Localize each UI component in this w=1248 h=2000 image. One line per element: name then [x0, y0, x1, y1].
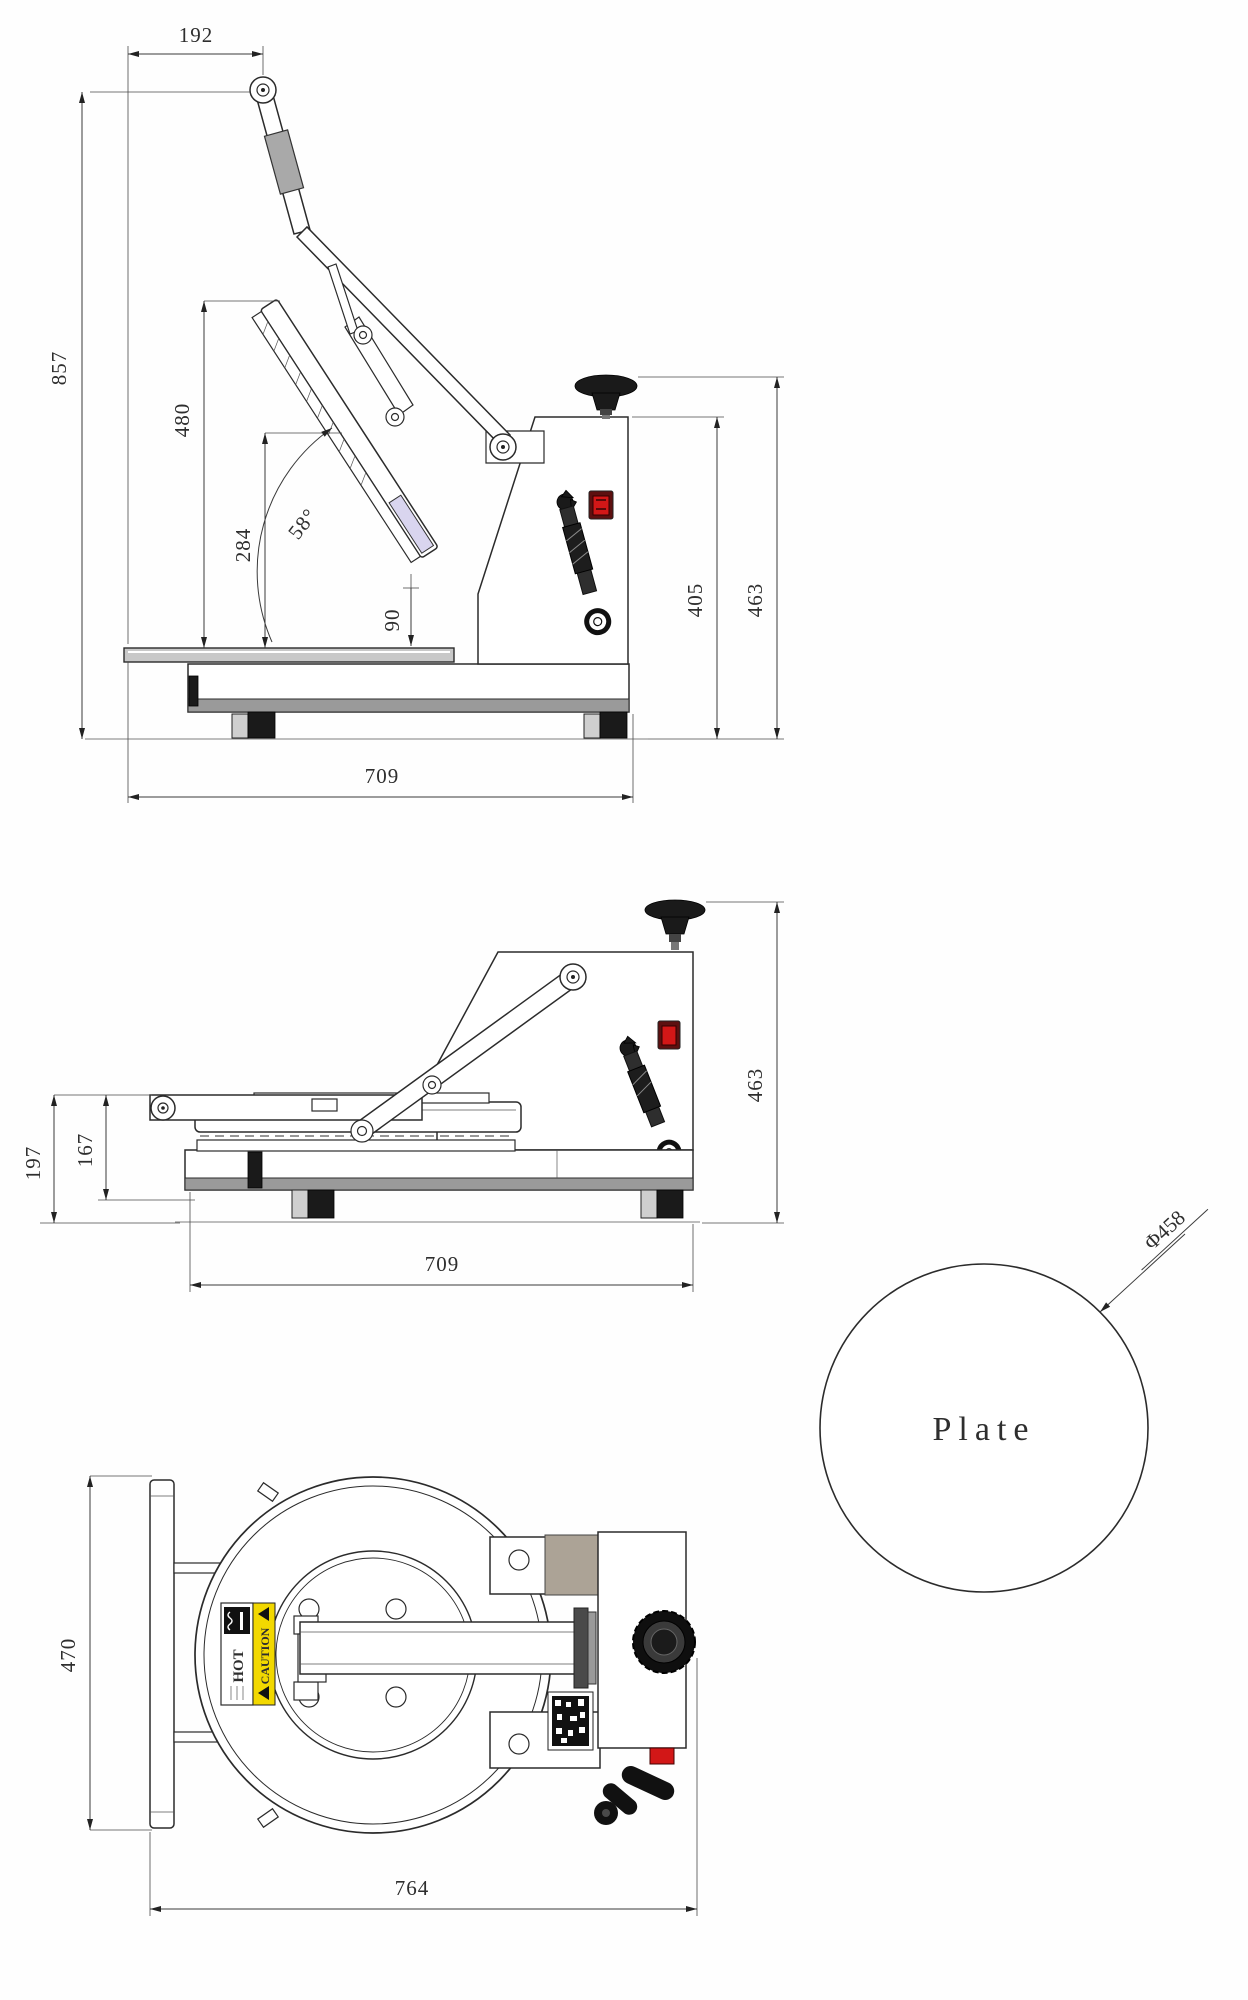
arm-low-pivot-inner [356, 1125, 368, 1137]
bolt-hole [385, 1686, 407, 1708]
dim-overall-height: 463 [743, 583, 767, 618]
handle-grip[interactable] [263, 129, 305, 195]
plate-detail: Plate Φ458 [819, 1205, 1209, 1593]
bracket-hole-lower [508, 1733, 530, 1755]
gas-spring-closed [619, 1035, 682, 1165]
hot-label: HOT [231, 1649, 247, 1682]
handle-lower-segment [295, 225, 512, 447]
caution-label: CAUTION [252, 1602, 276, 1706]
hub-block-lower [293, 1681, 319, 1701]
foot-right-cyl-closed [640, 1189, 658, 1219]
foot-left-cyl-closed [291, 1189, 309, 1219]
power-switch-rocker-closed[interactable] [661, 1025, 677, 1046]
body-arm-pivot-dot [501, 445, 505, 449]
warning-triangle-icon [258, 1686, 269, 1700]
plate-leader-line [1099, 1233, 1186, 1313]
dim-overall-depth: 764 [395, 1876, 430, 1900]
side-closed-dimensions: 197 167 463 709 [21, 901, 784, 1292]
knob-shaft-closed [671, 942, 679, 950]
handle-vent [311, 1098, 338, 1112]
base-left-block [188, 675, 199, 707]
side-plate-bar [149, 1479, 175, 1829]
warning-triangle-icon [258, 1607, 269, 1621]
knob-stem [600, 409, 612, 415]
dim-arm-height-base: 167 [73, 1133, 97, 1168]
bracket-block-upper [544, 1534, 599, 1596]
gas-spring [556, 489, 612, 636]
platen-tab-lower [256, 1807, 280, 1829]
power-cord [594, 1765, 675, 1825]
top-view-machine: HOT CAUTION [149, 1476, 696, 1834]
hot-surface-icon [224, 1607, 250, 1634]
side-closed-machine [149, 899, 706, 1223]
press-arm-top [299, 1621, 577, 1675]
base-band-closed [184, 1177, 694, 1191]
link-pivot-lower-inner [390, 412, 400, 422]
dim-platen-mid-height: 284 [231, 528, 255, 563]
arm-top-pivot-dot [571, 975, 575, 979]
dim-opening-angle: 58° [283, 504, 322, 544]
foot-right-cylinder [583, 713, 601, 739]
foot-left [247, 711, 276, 739]
dim-base-depth-closed: 709 [425, 1252, 460, 1276]
top-view: HOT CAUTION [56, 1475, 698, 1916]
pressure-knob-waist-closed [660, 916, 690, 935]
foot-left-cylinder [231, 713, 249, 739]
dim-platen-tip-height: 480 [170, 403, 194, 438]
hot-warning-label: HOT [220, 1602, 254, 1706]
foot-left-closed [307, 1189, 335, 1219]
bracket-hole-upper [508, 1549, 530, 1571]
top-view-dimensions: 470 764 [56, 1475, 698, 1916]
dim-platen-gap: 90 [380, 609, 404, 632]
handle-end-pivot-dot [161, 1106, 165, 1110]
plate-circle [819, 1263, 1149, 1593]
link-pivot-upper-inner [358, 330, 368, 340]
side-open-machine [85, 76, 648, 740]
body-tower [477, 416, 629, 665]
pressure-knob-waist [591, 392, 621, 411]
plate-diameter-callout: Φ458 [1139, 1205, 1209, 1271]
dim-body-height: 405 [683, 583, 707, 618]
dim-base-width: 470 [56, 1638, 80, 1673]
arm-end-cap [573, 1607, 589, 1689]
handle-top-pivot-dot [261, 88, 265, 92]
foot-right [599, 711, 628, 739]
lower-pad-closed [196, 1139, 516, 1152]
caution-text: CAUTION [258, 1627, 272, 1684]
side-view-open: 192 857 480 284 58° 90 405 [47, 23, 784, 803]
lower-platen [123, 647, 455, 663]
dim-total-height: 857 [47, 351, 71, 386]
plate-diameter: Φ458 [1139, 1205, 1190, 1254]
bolt-hole [385, 1598, 407, 1620]
platen-pad [388, 494, 435, 554]
platen-tab-upper [256, 1481, 280, 1503]
side-view-closed: 197 167 463 709 [21, 899, 784, 1292]
power-switch-rocker[interactable] [592, 495, 610, 516]
arm-end-cap-light [587, 1611, 597, 1685]
arm-mid-pivot-inner [427, 1080, 437, 1090]
base-band [187, 698, 630, 713]
knob-shaft [602, 415, 610, 419]
dim-overall-height-closed: 463 [743, 1068, 767, 1103]
power-switch-top-view[interactable] [649, 1747, 675, 1765]
dim-arm-height-ground: 197 [21, 1146, 45, 1181]
platen-link-strut [327, 263, 359, 335]
knob-center [650, 1628, 678, 1656]
knob-stem-closed [669, 934, 681, 942]
plate-label: Plate [933, 1411, 1036, 1448]
dim-arm-offset: 192 [179, 23, 214, 47]
base-block-closed [247, 1151, 263, 1189]
upper-platen-open [251, 299, 438, 564]
foot-right-closed [656, 1189, 684, 1219]
serial-qr-label [547, 1691, 594, 1751]
dim-base-depth: 709 [365, 764, 400, 788]
